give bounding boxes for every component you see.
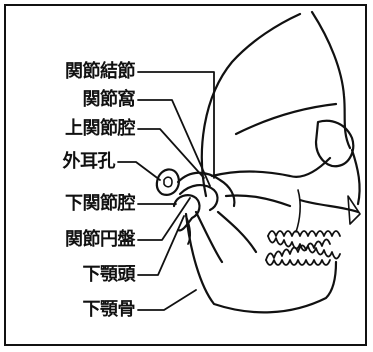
- mandible-ramus: [196, 212, 222, 262]
- label-lower-joint-cavity: 下関節腔: [65, 194, 135, 214]
- label-upper-joint-cavity: 上関節腔: [65, 119, 135, 139]
- nasal-bone: [352, 150, 360, 204]
- cranium-outline: [202, 14, 300, 196]
- label-articular-fossa: 関節窩: [83, 90, 136, 110]
- label-articular-disc: 関節円盤: [65, 230, 135, 250]
- upper-teeth: [268, 231, 340, 259]
- ear-canal: [157, 169, 179, 194]
- label-mandibular-head: 下顎頭: [83, 265, 136, 285]
- ear-canal-inner: [164, 177, 172, 187]
- label-mandible: 下顎骨: [83, 300, 136, 320]
- cheek-line: [296, 190, 300, 232]
- label-external-ear-canal: 外耳孔: [63, 152, 116, 172]
- zygomatic-lower: [226, 195, 290, 206]
- coronoid: [218, 212, 256, 252]
- mandible-outline: [186, 214, 336, 312]
- label-articular-tubercle: 関節結節: [65, 62, 135, 82]
- temporal-line: [236, 104, 336, 134]
- lower-teeth: [266, 239, 330, 265]
- zygomatic-arch: [212, 158, 330, 177]
